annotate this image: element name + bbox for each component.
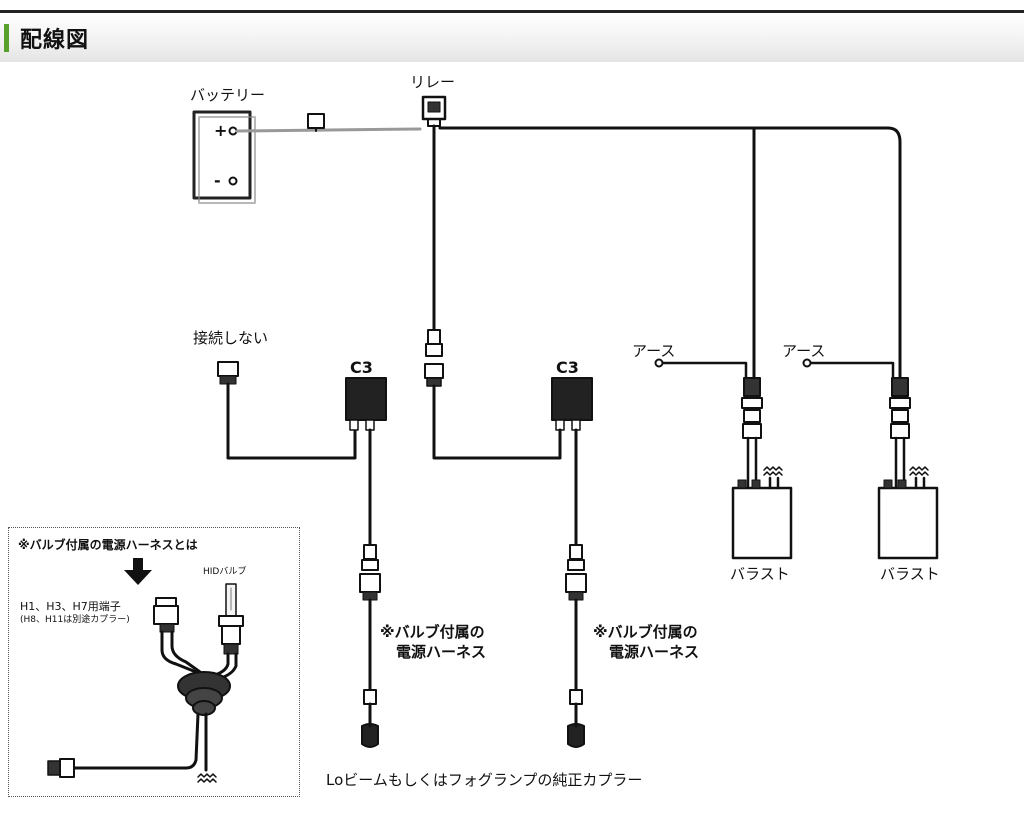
- title-accent-bar: [4, 24, 9, 52]
- title-bar: [0, 10, 1024, 62]
- inset-hid-bulb-label: HIDバルブ: [203, 567, 247, 577]
- hid-bulb-icon: [218, 583, 244, 655]
- inset-terminal-label: H1、H3、H7用端子: [20, 600, 121, 613]
- relay-label: リレー: [410, 73, 456, 91]
- harness-right: [565, 544, 587, 601]
- connector-icon: [47, 758, 75, 778]
- inset-coupler-note: (H8、H11は別途カプラー): [20, 615, 130, 625]
- connector-icon: [153, 597, 179, 633]
- earth-right-label: アース: [782, 342, 826, 360]
- inset-harness-drawing: [47, 558, 244, 783]
- battery-minus-label: -: [214, 171, 221, 190]
- ballast-right-label: バラスト: [880, 565, 940, 583]
- harness-right-note-line2: 電源ハーネス: [609, 643, 700, 661]
- battery: [192, 110, 256, 204]
- connector-icon: [424, 329, 444, 387]
- c3-right-label: C3: [556, 358, 579, 377]
- harness-explanation-box: [8, 527, 300, 797]
- battery-label: バッテリー: [190, 86, 266, 104]
- c3-unit-right: [551, 377, 593, 431]
- connector-icon: [567, 689, 585, 748]
- earth-left-label: アース: [632, 342, 676, 360]
- harness-right-note-line1: ※バルブ付属の: [593, 623, 698, 641]
- arrow-down-icon: [124, 558, 152, 585]
- ballast-right: [877, 479, 939, 560]
- harness-left-note-line2: 電源ハーネス: [396, 643, 487, 661]
- connector-icon: [361, 689, 379, 748]
- unconnected-connector: [217, 361, 239, 385]
- ballast-left: [731, 479, 793, 560]
- c3-left-label: C3: [350, 358, 373, 377]
- not-connected-label: 接続しない: [193, 329, 269, 347]
- bottom-coupler-label: Loビームもしくはフォグランプの純正カプラー: [326, 771, 643, 789]
- high-voltage-icon: [909, 466, 929, 490]
- harness-left-note-line1: ※バルブ付属の: [380, 623, 485, 641]
- high-voltage-icon: [763, 466, 783, 490]
- inset-heading: ※バルブ付属の電源ハーネスとは: [18, 538, 198, 552]
- battery-plus-label: +: [214, 121, 227, 140]
- high-voltage-icon: [197, 773, 217, 783]
- page-title: 配線図: [20, 28, 90, 53]
- ballast-connector-right: [889, 377, 911, 439]
- ballast-left-label: バラスト: [730, 565, 790, 583]
- harness-left: [359, 544, 381, 601]
- c3-unit-left: [345, 377, 387, 431]
- ballast-connector-left: [741, 377, 763, 439]
- fuse-icon: [307, 113, 325, 132]
- relay-icon: [421, 95, 447, 127]
